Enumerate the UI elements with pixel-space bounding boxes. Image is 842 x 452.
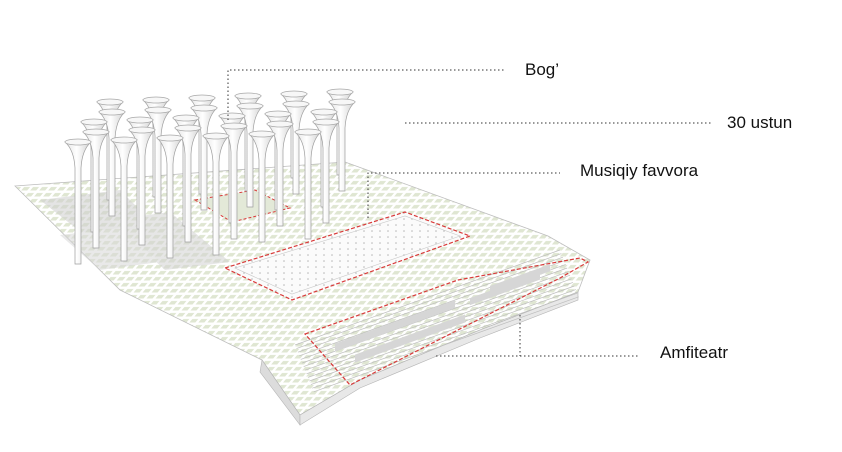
column [110,136,138,262]
leader-fountain [367,172,560,218]
amphitheatre-step [294,249,561,346]
column [328,98,356,192]
amphitheatre-seat-block [490,264,550,294]
column [294,128,322,240]
amphitheatre-seat-block [335,299,455,352]
columns-group [64,88,356,265]
amphitheatre-step [309,285,575,382]
fountain-plaza [223,211,472,301]
amphitheatre-step [303,271,569,367]
column [248,130,276,243]
leader-garden [227,69,505,120]
column [144,106,172,214]
column [202,132,230,256]
column [236,102,264,208]
column [312,118,340,224]
amphitheatre-step [313,296,579,393]
column [128,126,156,246]
label-columns: 30 ustun [727,113,793,132]
column [64,138,92,265]
column [82,128,110,249]
amphitheatre-step [312,292,578,389]
column [156,134,184,259]
label-fountain: Musiqiy favvora [580,161,699,180]
column [174,124,202,243]
amphitheatre-steps [294,249,579,393]
label-amphitheatre: Amfiteatr [660,343,729,362]
amphitheatre-highlight [303,257,590,386]
leader-lines [227,69,712,357]
column [220,122,248,240]
label-garden: Bog’ [525,60,560,79]
amphitheatre-step [304,274,571,371]
column [190,104,218,211]
amphitheatre-step [297,256,563,353]
column [266,120,294,227]
column [98,108,126,217]
amphitheatre-seat-block [355,314,465,363]
column [282,100,310,195]
